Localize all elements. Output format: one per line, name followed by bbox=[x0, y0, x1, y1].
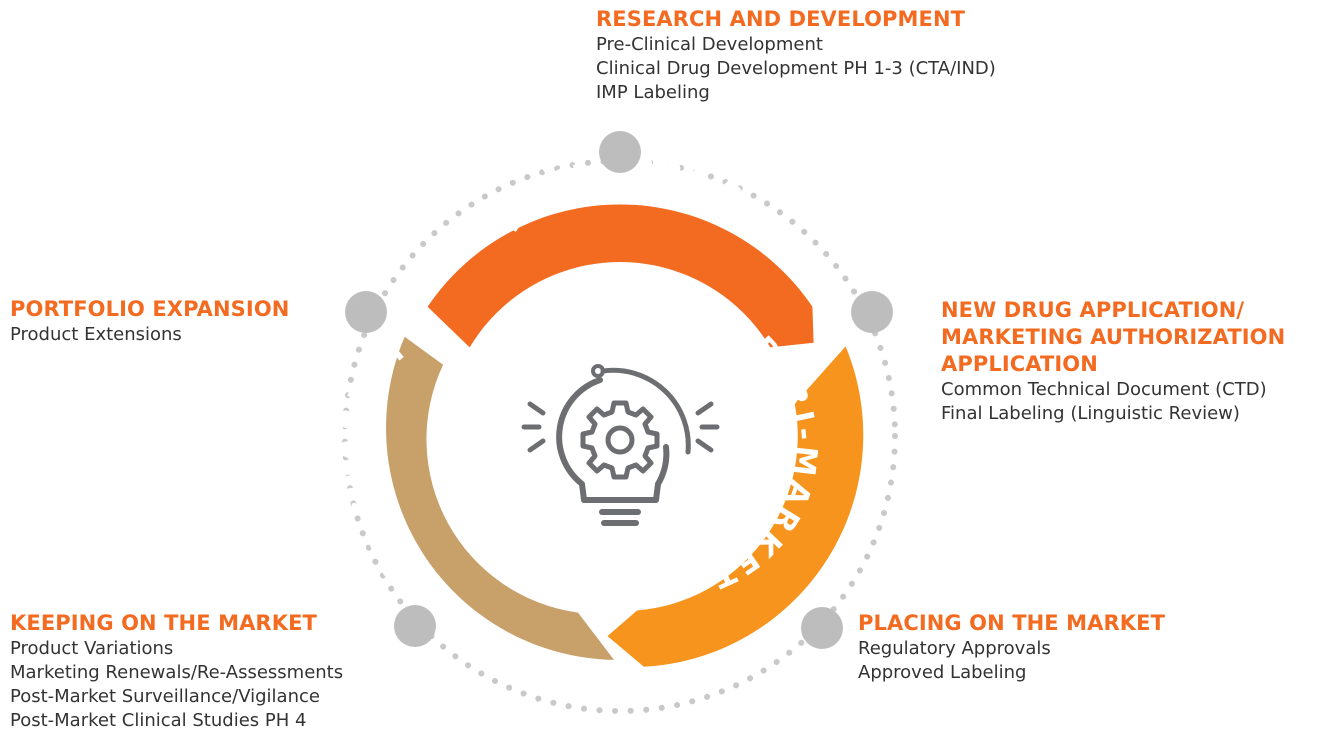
node-portfolio-expansion bbox=[345, 291, 387, 333]
stage-item: Post-Market Clinical Studies PH 4 bbox=[10, 710, 307, 731]
stage-item: Clinical Drug Development PH 1-3 (CTA/IN… bbox=[596, 58, 996, 79]
stage-item: Regulatory Approvals bbox=[858, 638, 1051, 659]
stage-items: Product Extensions bbox=[10, 323, 289, 347]
stage-item: Pre-Clinical Development bbox=[596, 34, 823, 55]
stage-item: Final Labeling (Linguistic Review) bbox=[941, 403, 1240, 424]
stage-item: Approved Labeling bbox=[858, 662, 1027, 683]
stage-title: PORTFOLIO EXPANSION bbox=[10, 297, 290, 321]
stage-items: Pre-Clinical Development Clinical Drug D… bbox=[596, 33, 996, 105]
stage-title-line: APPLICATION bbox=[941, 352, 1098, 376]
stage-title-line: NEW DRUG APPLICATION/ bbox=[941, 298, 1245, 322]
stage-item: Common Technical Document (CTD) bbox=[941, 379, 1267, 400]
stage-item: IMP Labeling bbox=[596, 82, 710, 103]
stage-keeping-on-market: KEEPING ON THE MARKET Product Variations… bbox=[10, 610, 343, 733]
stage-items: Regulatory Approvals Approved Labeling bbox=[858, 637, 1165, 685]
segment-pre-market bbox=[427, 204, 814, 348]
node-placing-on-market bbox=[801, 607, 843, 649]
stage-research-development: RESEARCH AND DEVELOPMENT Pre-Clinical De… bbox=[596, 6, 996, 105]
node-new-drug-application bbox=[851, 291, 893, 333]
stage-title-line: MARKETING AUTHORIZATION bbox=[941, 325, 1286, 349]
stage-item: Product Variations bbox=[10, 638, 174, 659]
stage-title: KEEPING ON THE MARKET bbox=[10, 611, 317, 635]
stage-item: Post-Market Surveillance/Vigilance bbox=[10, 686, 320, 707]
stage-items: Common Technical Document (CTD) Final La… bbox=[941, 378, 1285, 426]
lightbulb-gear-icon bbox=[521, 364, 720, 526]
stage-item: Product Extensions bbox=[10, 324, 182, 345]
stage-title: RESEARCH AND DEVELOPMENT bbox=[596, 7, 966, 31]
stage-portfolio-expansion: PORTFOLIO EXPANSION Product Extensions bbox=[10, 296, 289, 347]
stage-placing-on-market: PLACING ON THE MARKET Regulatory Approva… bbox=[858, 610, 1165, 685]
stage-title: PLACING ON THE MARKET bbox=[858, 611, 1166, 635]
node-keeping-on-market bbox=[394, 605, 436, 647]
stage-items: Product Variations Marketing Renewals/Re… bbox=[10, 637, 343, 733]
stage-item: Marketing Renewals/Re-Assessments bbox=[10, 662, 344, 683]
segment-post-market bbox=[386, 336, 614, 660]
stage-new-drug-application: NEW DRUG APPLICATION/ MARKETING AUTHORIZ… bbox=[941, 297, 1285, 426]
segment-peri-market bbox=[607, 346, 864, 667]
node-research-development bbox=[599, 131, 641, 173]
